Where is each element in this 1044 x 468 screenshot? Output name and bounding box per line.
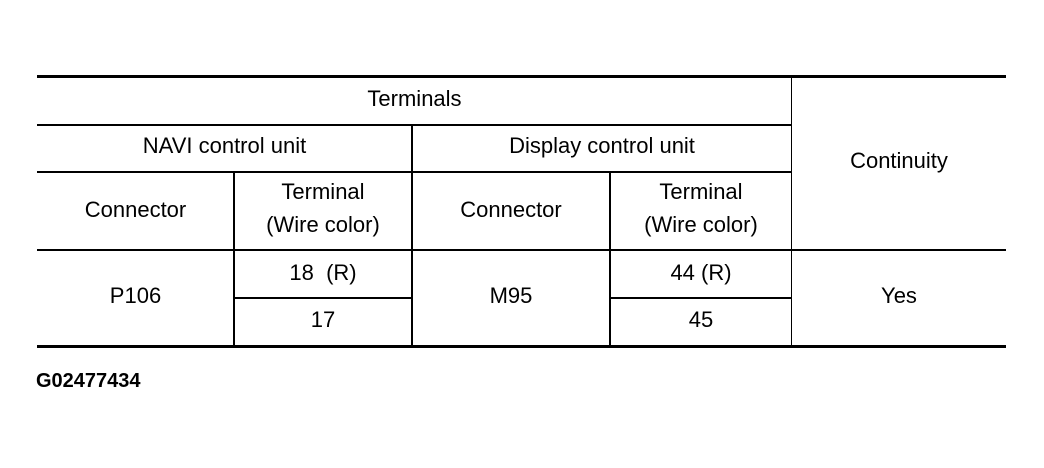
navi-terminal-cell: 17 <box>310 307 336 332</box>
row-divider <box>610 297 792 299</box>
col-divider <box>233 172 235 346</box>
display-connector-header: Connector <box>460 197 562 222</box>
figure-code: G02477434 <box>36 370 141 392</box>
row-divider <box>37 171 792 173</box>
display-terminal-cell: 45 <box>688 307 714 332</box>
display-connector-cell: M95 <box>489 283 533 308</box>
display-terminal-header-line2: (Wire color) <box>644 212 758 237</box>
terminals-header: Terminals <box>367 86 462 111</box>
row-divider <box>234 297 412 299</box>
col-divider <box>411 125 413 346</box>
display-unit-header: Display control unit <box>509 133 695 158</box>
navi-connector-header: Connector <box>84 197 187 222</box>
navi-terminal-header-line2: (Wire color) <box>266 212 380 237</box>
navi-terminal-cell: 18 (R) <box>289 260 357 285</box>
row-divider <box>37 124 792 126</box>
navi-unit-header: NAVI control unit <box>142 133 307 158</box>
table-top-border <box>37 75 1006 78</box>
col-divider <box>609 172 611 346</box>
navi-terminal-header-line1: Terminal <box>281 179 365 204</box>
continuity-header: Continuity <box>850 148 948 173</box>
navi-connector-cell: P106 <box>109 283 162 308</box>
table-bottom-border <box>37 345 1006 348</box>
continuity-cell: Yes <box>881 283 917 308</box>
display-terminal-header-line1: Terminal <box>659 179 743 204</box>
display-terminal-cell: 44 (R) <box>670 260 732 285</box>
col-divider <box>791 78 792 346</box>
header-bottom-border <box>37 249 1006 251</box>
